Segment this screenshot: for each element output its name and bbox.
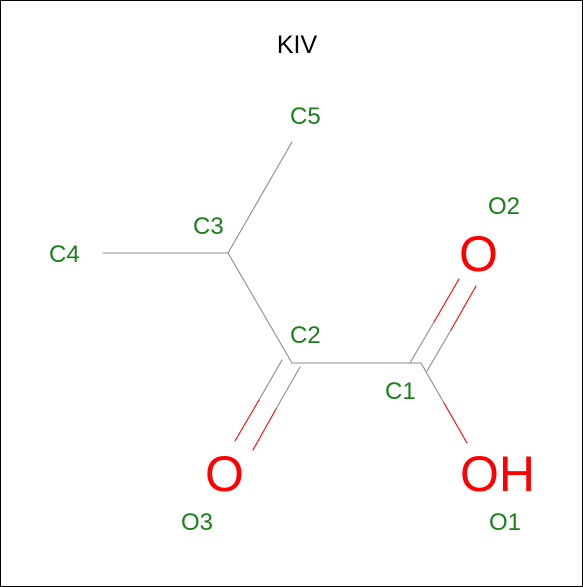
atom-label-c4: C4: [49, 241, 80, 268]
bond-c1-o2-outer-oxygen-half: [450, 285, 477, 331]
atom-label-c3: C3: [193, 213, 224, 240]
bond-c1-o2-inner-oxygen-half: [433, 278, 460, 323]
bond-c1-o1-oxygen-half: [443, 402, 468, 444]
element-symbol-layer: O O OH: [205, 226, 535, 502]
bond-c2-o3-inner-carbon-half: [258, 359, 283, 401]
atom-label-layer: C5 C3 C4 C2 C1 O2 O3 O1: [49, 103, 521, 536]
molecule-title: KIV: [277, 31, 318, 59]
bond-c2-c3: [227, 252, 293, 364]
bond-c3-c5: [227, 141, 293, 254]
bond-c2-o3-outer-carbon-half: [275, 366, 301, 410]
atom-label-o2: O2: [488, 193, 520, 220]
atom-label-o3: O3: [181, 509, 213, 536]
hydroxyl-symbol-o1: OH: [460, 446, 535, 502]
atom-label-o1: O1: [489, 509, 521, 536]
oxygen-symbol-o3: O: [205, 446, 244, 502]
bond-c1-o2-inner-carbon-half: [409, 321, 435, 364]
bond-c1-o1-carbon-half: [420, 362, 445, 404]
oxygen-symbol-o2: O: [459, 226, 498, 282]
atom-label-c1: C1: [385, 378, 416, 405]
bond-c1-o2-outer-carbon-half: [426, 329, 452, 372]
bond-c2-o3-outer-oxygen-half: [252, 408, 277, 451]
bond-layer: [102, 141, 477, 451]
bond-c2-o3-inner-oxygen-half: [234, 399, 260, 442]
atom-label-c5: C5: [290, 103, 321, 130]
atom-label-c2: C2: [290, 322, 321, 349]
